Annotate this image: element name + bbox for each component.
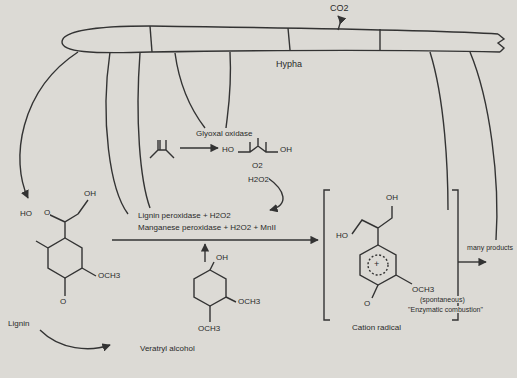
enzyme-name: Glyoxal oxidase	[196, 130, 252, 138]
reaction-arrow	[458, 261, 486, 262]
cation-bonds	[352, 206, 412, 298]
cation-ring	[360, 245, 396, 285]
veratryl-bonds	[210, 262, 236, 322]
atom-label: OH	[84, 190, 96, 198]
atom-label: OH	[386, 194, 398, 202]
reaction-arrow	[180, 147, 218, 148]
septum	[379, 29, 380, 50]
note: (spontaneous)	[420, 296, 465, 303]
enzyme-name: Manganese peroxidase + H2O2 + MnII	[138, 224, 276, 232]
radical-mark	[368, 255, 388, 275]
cofactor-arrow	[204, 244, 205, 262]
secretion-line	[226, 52, 231, 128]
atom-label: O	[60, 298, 66, 306]
formula: H2O2	[248, 176, 269, 184]
atom-label: OCH3	[198, 325, 220, 333]
hypha-line	[470, 52, 497, 240]
veratryl-ring	[194, 270, 226, 306]
atom-label: O	[44, 209, 50, 217]
atom-label: OCH3	[238, 298, 260, 306]
charge-sign: +	[374, 260, 379, 269]
compound-name: Lignin	[8, 320, 29, 328]
atom-label: O	[364, 300, 370, 308]
secretion-line	[175, 53, 205, 128]
septum	[150, 26, 152, 52]
lignin-bonds	[36, 200, 96, 296]
atom-label: HO	[222, 146, 234, 154]
hypha-break	[498, 34, 504, 52]
co2-arrow	[338, 16, 340, 30]
lignin-ring	[48, 238, 82, 278]
reaction-arrow	[112, 239, 318, 240]
h2o2-arrow	[268, 178, 283, 210]
atom-label: HO	[20, 210, 32, 218]
enzyme-name: Lignin peroxidase + H2O2	[138, 212, 231, 220]
secretion-arrow	[20, 52, 78, 198]
septum	[288, 28, 290, 50]
atom-label: OCH3	[98, 272, 120, 280]
lignin-arrow	[40, 330, 110, 349]
glyoxylic-structure	[238, 138, 278, 152]
note: "Enzymatic combustion"	[408, 306, 483, 313]
atom-label: OCH3	[412, 286, 434, 294]
compound-name: Veratryl alcohol	[140, 345, 195, 353]
compound-name: Cation radical	[352, 324, 401, 332]
atom-label: HO	[336, 232, 348, 240]
hypha-label: Hypha	[276, 60, 302, 69]
glyoxal-structure	[150, 140, 174, 158]
formula: O2	[252, 162, 263, 170]
hypha-line	[430, 52, 448, 210]
secretion-line	[106, 52, 128, 214]
secretion-line	[138, 53, 150, 208]
atom-label: OH	[280, 146, 292, 154]
atom-label: OH	[216, 254, 228, 262]
product-label: many products	[467, 244, 513, 251]
hypha-wall	[62, 26, 500, 53]
formula: CO2	[330, 4, 349, 13]
